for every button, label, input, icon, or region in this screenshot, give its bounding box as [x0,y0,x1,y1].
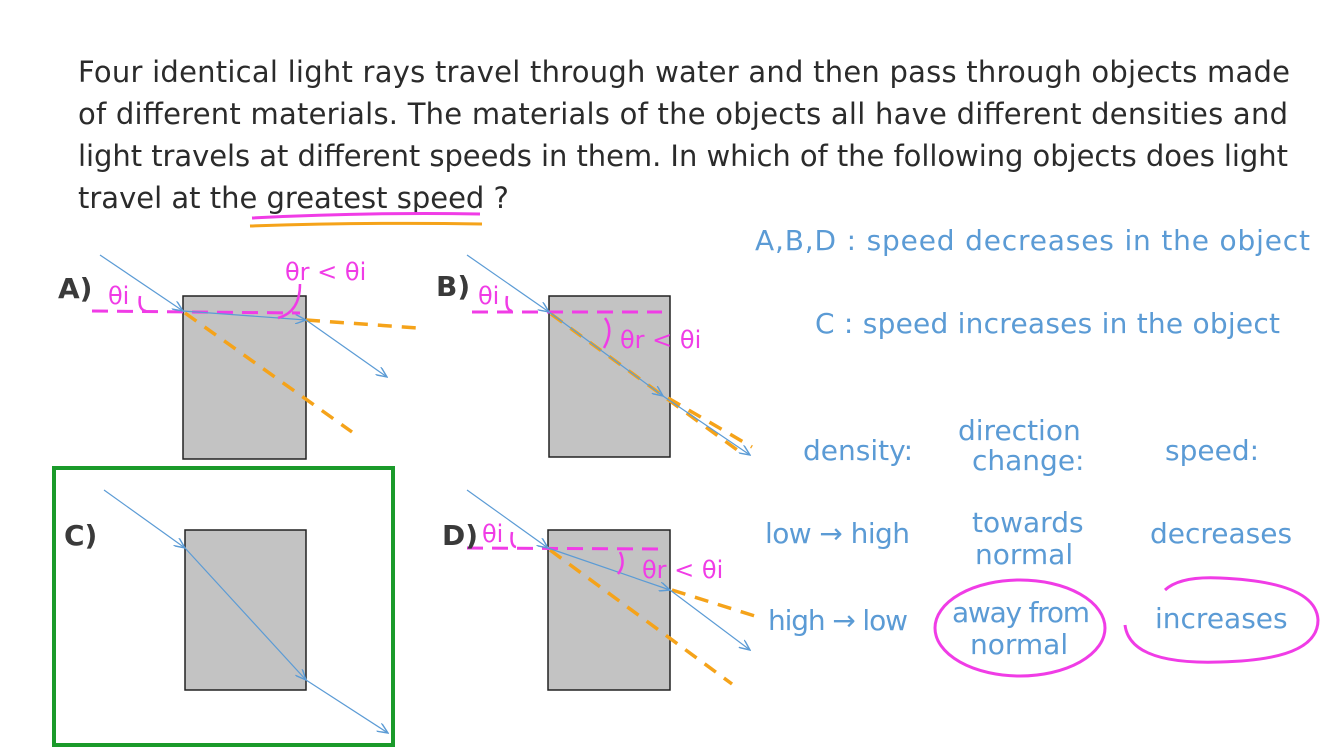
option-a: A) θi θr < θi [58,254,419,460]
theta-i: θi [482,520,503,548]
row2-density: high → low [768,604,908,637]
object-block [548,295,671,458]
undeviated-path [183,311,354,434]
header-speed: speed: [1165,434,1259,467]
row1-density: low → high [765,517,910,550]
note-c: C : speed increases in the object [815,307,1280,340]
refracted-ray [548,311,663,396]
emergent-ray [669,589,750,650]
emergent-ray [305,679,388,733]
angle-arc [510,531,517,549]
question-text: Four identical light rays travel through… [78,55,1290,228]
normal-exit-path [671,588,759,619]
incident-ray [99,254,183,311]
incident-ray [466,489,548,548]
theta-i: θi [108,282,129,310]
refraction-angle-arc [602,317,611,349]
option-b: B) θi θr < θi [436,254,753,458]
highlight-greatest-speed: greatest speed [267,181,485,215]
theta-i: θi [478,282,499,310]
undeviated-path [548,548,734,686]
label-c: C) [64,519,97,552]
normal-line [466,546,661,551]
refracted-ray [184,547,306,680]
object-block [182,295,307,460]
row1-direction-1: towards [972,506,1084,539]
note-abd: A,B,D : speed decreases in the object [755,224,1310,257]
angle-relation: θr < θi [620,326,701,354]
angle-relation: θr < θi [285,258,366,286]
correct-answer-highlight [52,466,395,747]
row2-direction-1: away from [952,596,1090,629]
summary-table: density: direction change: speed: low → … [765,414,1320,678]
circle-increases [1123,576,1320,664]
question-line-2: of different materials. The materials of… [78,97,1288,131]
label-d: D) [442,519,478,552]
magenta-underline [251,212,481,220]
orange-underline [249,221,483,228]
incident-ray [466,254,549,312]
refracted-ray [182,310,306,320]
refraction-angle-arc [616,551,624,575]
label-a: A) [58,272,92,305]
undeviated-path [549,312,742,454]
question-line-4-suffix: ? [484,181,509,215]
circle-away-from-normal [933,578,1107,678]
question-line-1: Four identical light rays travel through… [78,55,1290,89]
pointer-arrow [277,283,302,320]
normal-exit-path [667,396,753,449]
angle-arc [138,295,147,313]
row1-speed: decreases [1150,517,1292,550]
row2-speed: increases [1155,602,1288,635]
angle-relation: θr < θi [642,556,723,584]
question-line-4: travel at the greatest speed ? [78,181,509,215]
question-line-3: light travels at different speeds in the… [78,139,1288,173]
question-line-4-prefix: travel at the [78,181,267,215]
header-direction-1: direction [958,414,1081,447]
object-block [547,529,671,691]
refracted-ray [547,547,670,590]
option-d: D) θi θr < θi [442,489,759,691]
row1-direction-2: normal [975,538,1073,571]
option-c: C) [52,466,395,747]
emergent-ray [662,395,750,455]
normal-exit-path [305,318,419,330]
header-direction-2: change: [972,444,1084,477]
header-density: density: [803,434,913,467]
angle-arc [505,295,513,313]
object-block [184,529,307,691]
emergent-ray [305,319,387,377]
incident-ray [103,489,185,548]
label-b: B) [436,270,470,303]
explanation-notes: A,B,D : speed decreases in the object C … [755,224,1310,340]
row2-direction-2: normal [970,628,1068,661]
